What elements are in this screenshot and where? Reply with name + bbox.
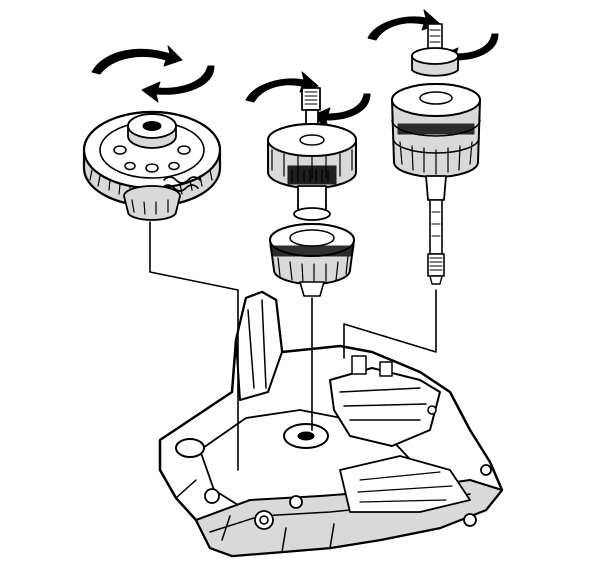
output-shaft-assembly <box>391 23 481 285</box>
differential-assembly <box>82 110 222 221</box>
input-shaft-assembly <box>267 87 357 297</box>
leader-lines <box>149 221 437 471</box>
rotation-arrow-input-shaft <box>245 71 371 129</box>
transaxle-case <box>158 290 504 558</box>
rotation-arrow-differential <box>91 45 215 103</box>
